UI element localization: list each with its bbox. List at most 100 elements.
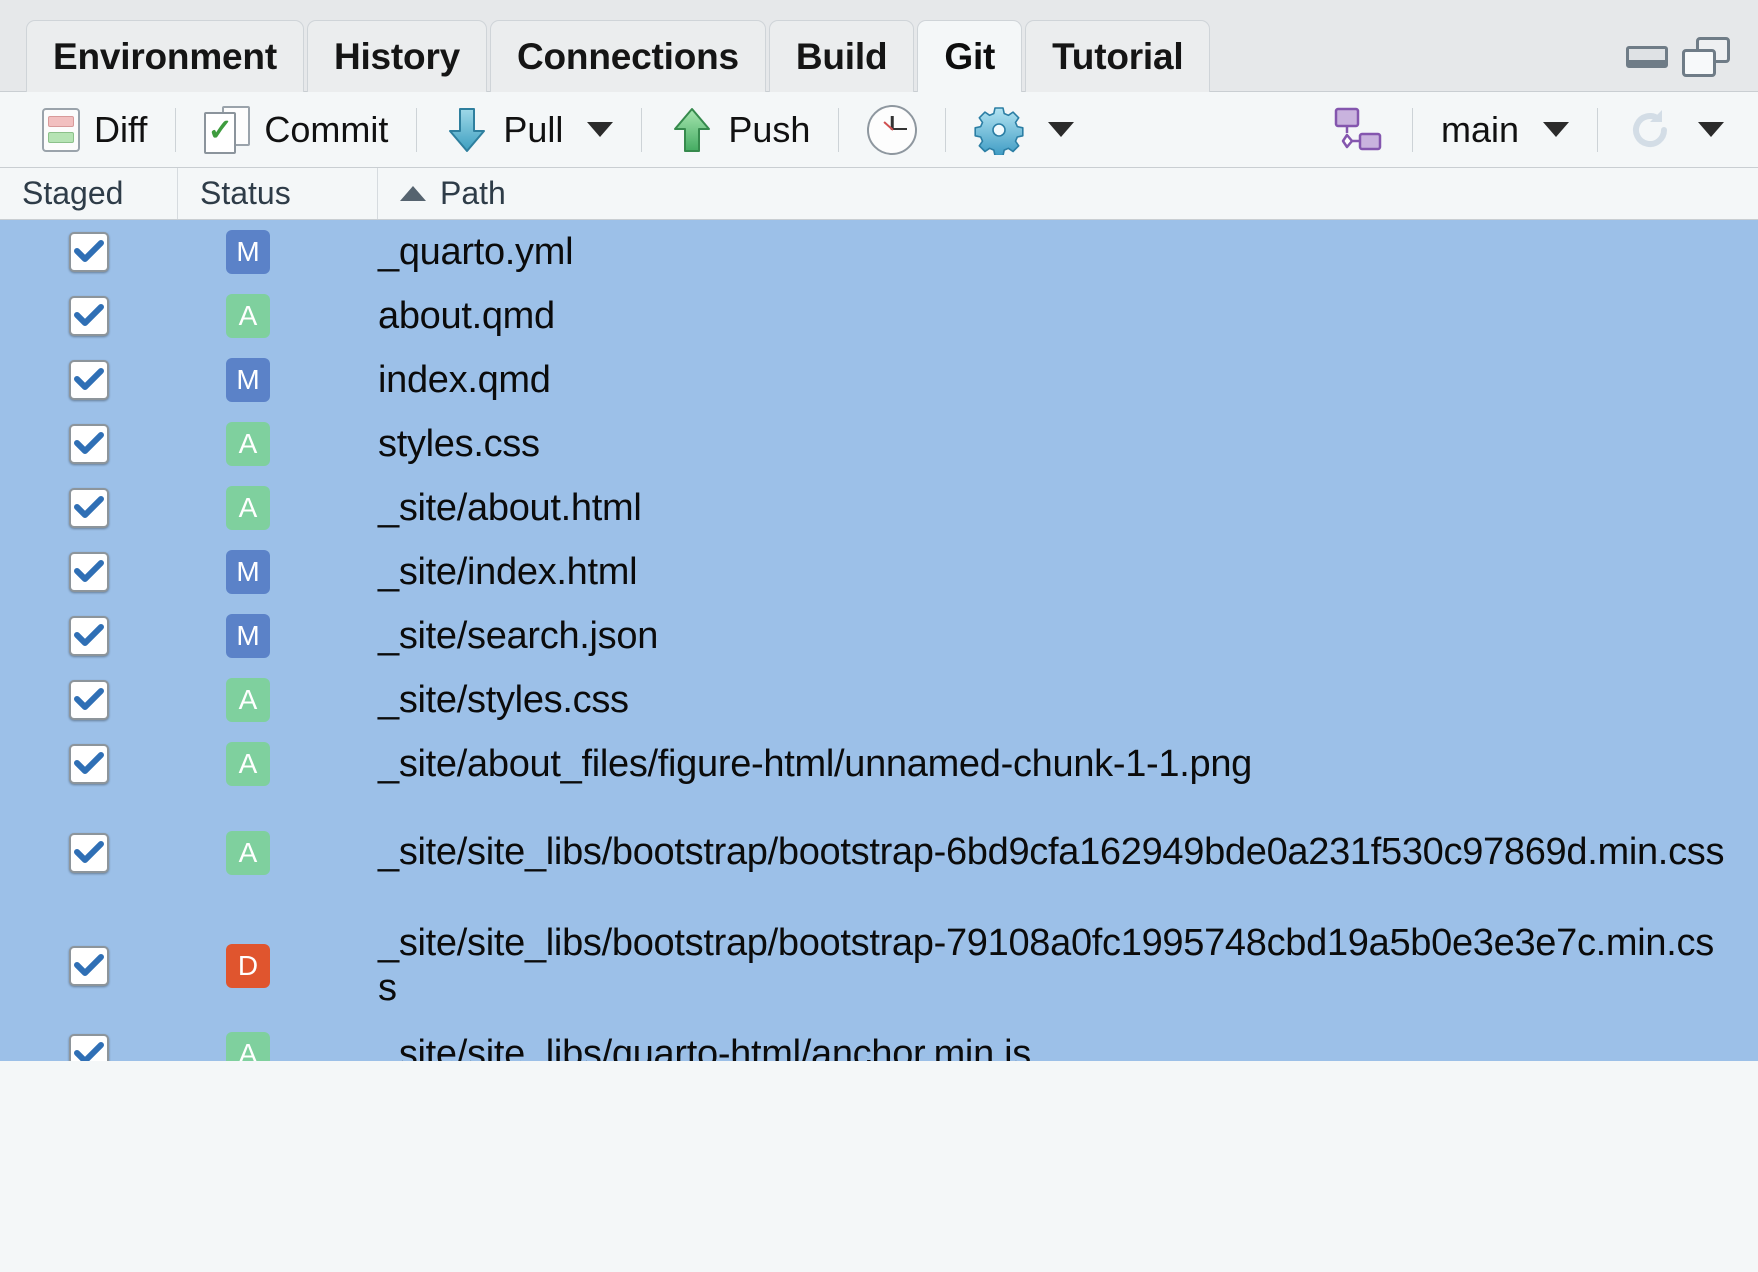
tab-label: History [333, 35, 461, 77]
staged-cell [0, 744, 178, 784]
status-cell: M [178, 550, 378, 594]
commit-icon: ✓ [204, 105, 251, 154]
refresh-button[interactable] [1610, 102, 1740, 158]
tab-tutorial[interactable]: Tutorial [1025, 20, 1211, 92]
table-row[interactable]: D_site/site_libs/bootstrap/bootstrap-791… [0, 909, 1758, 1022]
tab-label: Connections [517, 35, 739, 77]
column-header-staged[interactable]: Staged [0, 168, 178, 219]
branch-graph-button[interactable] [1314, 102, 1400, 158]
history-button[interactable] [851, 102, 933, 158]
staged-checkbox[interactable] [69, 945, 109, 986]
staged-cell [0, 552, 178, 592]
pull-button[interactable]: Pull [429, 102, 629, 158]
staged-checkbox[interactable] [69, 552, 109, 592]
branch-graph-icon [1330, 107, 1384, 153]
staged-checkbox[interactable] [69, 488, 109, 528]
staged-checkbox[interactable] [69, 616, 109, 656]
status-badge: A [226, 1032, 270, 1061]
table-row[interactable]: A _site/about.html [0, 476, 1758, 540]
clock-icon [867, 104, 918, 155]
status-badge: A [226, 294, 270, 338]
branch-selector[interactable]: main [1425, 102, 1585, 158]
push-button[interactable]: Push [654, 102, 826, 158]
more-options-button[interactable] [958, 102, 1090, 158]
refresh-icon [1626, 106, 1674, 154]
diff-icon [42, 107, 80, 152]
staged-checkbox[interactable] [69, 424, 109, 464]
toolbar-separator [641, 107, 643, 152]
file-path-label: _site/index.html [378, 550, 638, 593]
file-path-label: _site/search.json [378, 614, 659, 657]
tab-label: Build [795, 35, 888, 77]
tab-build[interactable]: Build [768, 20, 915, 92]
table-row[interactable]: A _site/site_libs/bootstrap/bootstrap-6bd… [0, 796, 1758, 909]
table-row[interactable]: A _site/site_libs/quarto-html/anchor.min.… [0, 1022, 1758, 1061]
push-up-arrow-icon [670, 106, 714, 154]
staged-cell [0, 945, 178, 986]
minimize-icon[interactable] [1626, 46, 1668, 68]
branch-dropdown-caret-icon[interactable] [1543, 122, 1569, 137]
table-row[interactable]: A _site/styles.css [0, 668, 1758, 732]
status-badge: A [226, 830, 270, 875]
tab-label: Git [944, 35, 996, 77]
diff-label: Diff [94, 108, 148, 150]
table-row[interactable]: A_site/about_files/figure-html/unnamed-c… [0, 732, 1758, 796]
more-options-caret-icon[interactable] [1048, 122, 1075, 137]
tab-connections[interactable]: Connections [490, 20, 766, 92]
tab-label: Tutorial [1052, 35, 1184, 77]
tab-environment[interactable]: Environment [26, 20, 304, 92]
branch-name-label: main [1440, 108, 1519, 150]
pull-dropdown-caret-icon[interactable] [587, 122, 614, 137]
file-path-label: index.qmd [378, 358, 551, 401]
staged-checkbox[interactable] [69, 744, 109, 784]
column-header-path[interactable]: Path [378, 168, 1758, 219]
file-path-label: about.qmd [378, 294, 555, 337]
column-header-status[interactable]: Status [178, 168, 378, 219]
staged-checkbox[interactable] [69, 832, 109, 873]
diff-button[interactable]: Diff [26, 102, 163, 158]
git-toolbar: Diff ✓ Commit Pull [0, 92, 1758, 168]
status-badge: A [226, 486, 270, 530]
file-path-label: _site/styles.css [378, 678, 629, 721]
status-badge: A [226, 742, 270, 786]
staged-checkbox[interactable] [69, 296, 109, 336]
status-cell: A [178, 294, 378, 338]
table-row[interactable]: M_site/index.html [0, 540, 1758, 604]
pull-down-arrow-icon [445, 106, 489, 154]
file-path-label: _site/about.html [378, 486, 642, 529]
staged-cell [0, 360, 178, 400]
staged-cell [0, 1034, 178, 1061]
status-badge: M [226, 358, 270, 402]
staged-checkbox[interactable] [69, 1034, 109, 1061]
status-cell: A [178, 742, 378, 786]
commit-button[interactable]: ✓ Commit [188, 102, 404, 158]
column-header-path-label: Path [440, 175, 506, 211]
staged-cell [0, 488, 178, 528]
status-cell: M [178, 230, 378, 274]
tab-git[interactable]: Git [917, 20, 1023, 92]
file-path-label: _site/site_libs/bootstrap/bootstrap-6bd9… [378, 831, 1725, 874]
tab-history[interactable]: History [306, 20, 488, 92]
status-badge: M [226, 614, 270, 658]
table-row[interactable]: M_quarto.yml [0, 220, 1758, 284]
status-cell: A [178, 1032, 378, 1061]
status-badge: A [226, 678, 270, 722]
file-path-label: _site/site_libs/quarto-html/anchor.min.j… [378, 1032, 1031, 1061]
staged-checkbox[interactable] [69, 360, 109, 400]
maximize-restore-icon[interactable] [1682, 37, 1730, 77]
status-cell: A [178, 486, 378, 530]
toolbar-separator [1411, 107, 1413, 152]
table-row[interactable]: M _site/search.json [0, 604, 1758, 668]
staged-checkbox[interactable] [69, 680, 109, 720]
status-cell: A [178, 830, 378, 875]
status-cell: M [178, 358, 378, 402]
refresh-dropdown-caret-icon[interactable] [1698, 122, 1724, 137]
file-path-label: _site/site_libs/bootstrap/bootstrap-7910… [378, 922, 1714, 1009]
staged-checkbox[interactable] [69, 232, 109, 272]
